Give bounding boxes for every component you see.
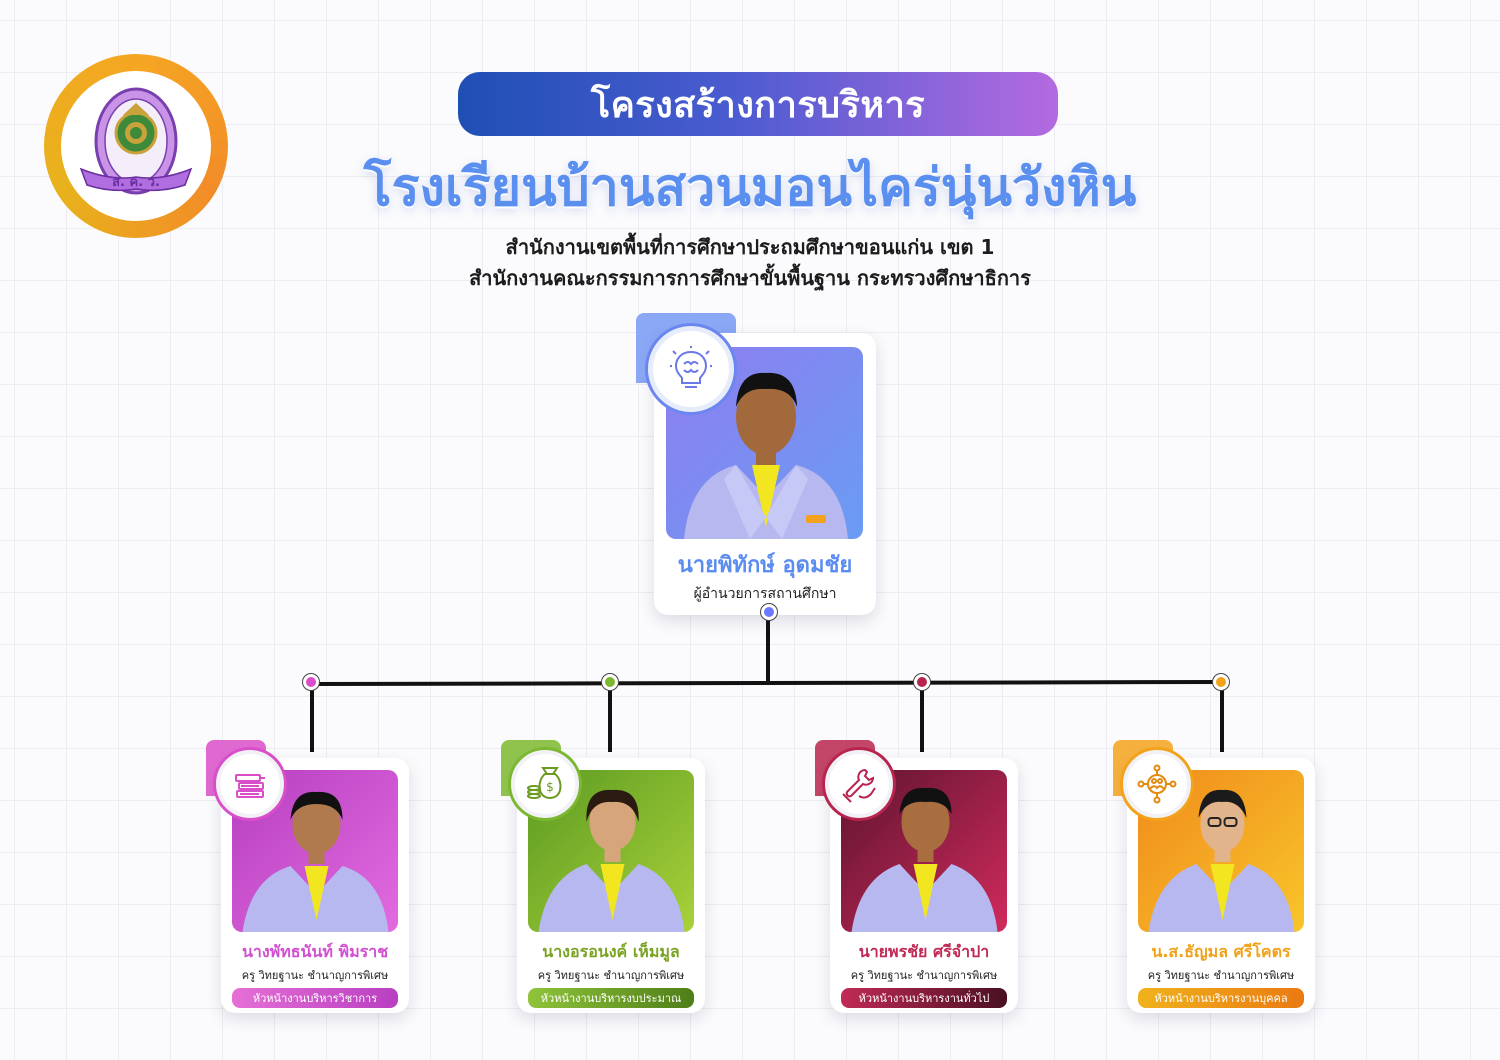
wrench-hand-icon [825, 750, 893, 818]
school-emblem-icon: ส. ค. ว. [79, 87, 193, 195]
head-portrait [851, 787, 998, 932]
director-name: นายพิทักษ์ อุดมชัย [677, 553, 853, 578]
school-name: โรงเรียนบ้านสวนมอนไคร่นุ่นวังหิน [363, 158, 1137, 218]
head-name: นางอรอนงค์ เห็มมูล [542, 942, 680, 961]
head-department-badge: หัวหน้างานบริหารงานบุคคล [1138, 988, 1304, 1008]
people-network-icon [1123, 750, 1191, 818]
head-role: ครู วิทยฐานะ ชำนาญการพิเศษ [850, 969, 998, 982]
head-role: ครู วิทยฐานะ ชำนาญการพิเศษ [1147, 969, 1295, 982]
head-role: ครู วิทยฐานะ ชำนาญการพิเศษ [241, 969, 389, 982]
logo-initials: ส. ค. ว. [112, 175, 160, 190]
head-card: น.ส.ธัญมล ศรีโคตรครู วิทยฐานะ ชำนาญการพิ… [1127, 758, 1315, 1013]
head-name: น.ส.ธัญมล ศรีโคตร [1151, 942, 1291, 961]
director-node-dot [761, 604, 777, 620]
lightbulb-brain-icon [648, 326, 734, 412]
head-portrait [242, 791, 389, 932]
head-department-badge: หัวหน้างานบริหารงานทั่วไป [841, 988, 1007, 1008]
node-dot-3 [914, 674, 930, 690]
connector-horizontal-bus [310, 680, 1223, 686]
money-bag-icon: $ [511, 750, 579, 818]
head-department-badge: หัวหน้างานบริหารงบประมาณ [528, 988, 694, 1008]
node-dot-2 [602, 674, 618, 690]
node-dot-4 [1213, 674, 1229, 690]
district-office: สำนักงานเขตพื้นที่การศึกษาประถมศึกษาขอนแ… [505, 235, 995, 259]
logo-inner: ส. ค. ว. [61, 71, 211, 221]
head-role: ครู วิทยฐานะ ชำนาญการพิเศษ [537, 969, 685, 982]
books-icon [216, 750, 284, 818]
page-title: โครงสร้างการบริหาร [458, 72, 1058, 136]
director-portrait [684, 372, 848, 539]
director-role: ผู้อำนวยการสถานศึกษา [693, 586, 837, 602]
head-portrait [1148, 789, 1295, 932]
head-portrait [538, 789, 685, 932]
node-dot-1 [303, 674, 319, 690]
head-name: นางพัทธนันท์ พิมราช [241, 942, 389, 961]
head-department-badge: หัวหน้างานบริหารวิชาการ [232, 988, 398, 1008]
ministry-office: สำนักงานคณะกรรมการการศึกษาขั้นพื้นฐาน กร… [469, 266, 1031, 290]
head-name: นายพรชัย ศรีจำปา [858, 942, 990, 961]
svg-text:$: $ [546, 780, 554, 794]
school-logo: ส. ค. ว. [44, 54, 228, 238]
